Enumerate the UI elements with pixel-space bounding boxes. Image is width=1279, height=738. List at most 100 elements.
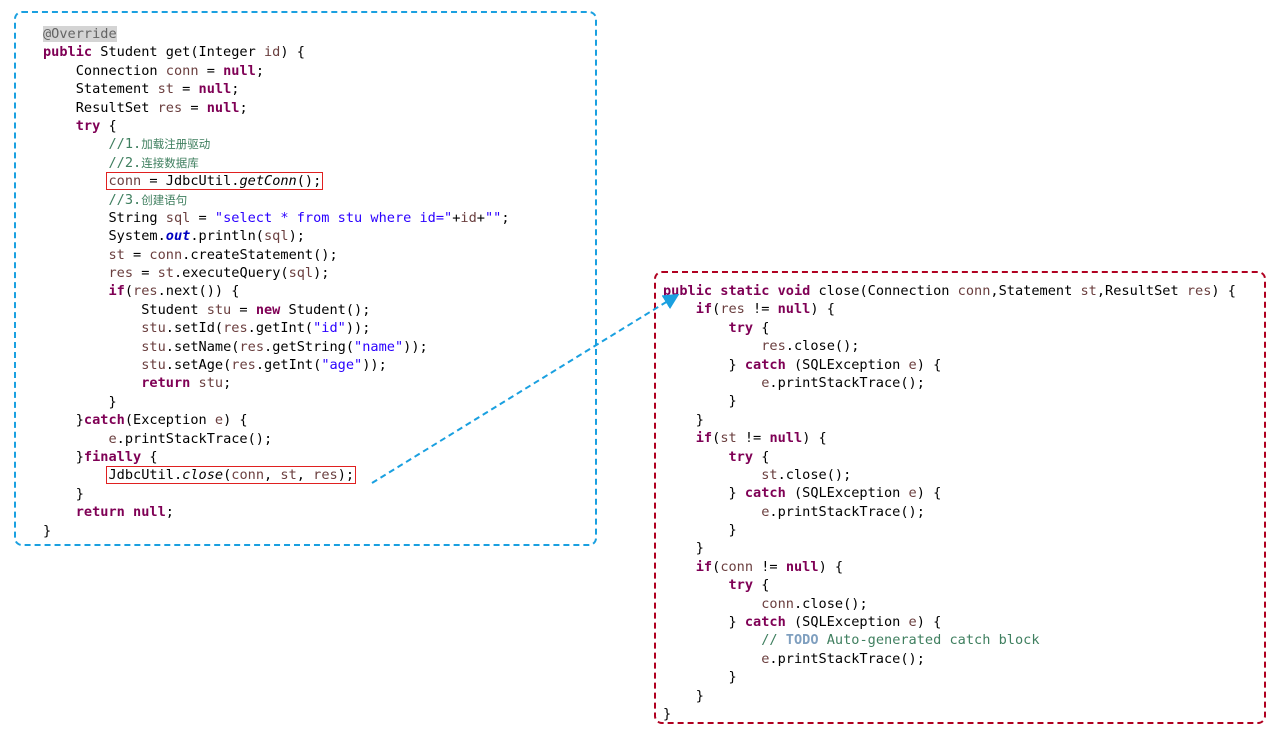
code-line: // TODO Auto-generated catch block xyxy=(663,631,1236,649)
code-token: "name" xyxy=(354,338,404,355)
code-token xyxy=(663,430,696,446)
code-token: .executeQuery( xyxy=(173,265,289,282)
code-line: ResultSet res = null; xyxy=(43,99,510,117)
code-token: "" xyxy=(484,209,502,226)
code-token: ,Statement xyxy=(990,283,1081,299)
code-token: (); xyxy=(296,173,322,190)
code-line: }finally { xyxy=(43,448,510,466)
code-token: )); xyxy=(345,320,371,337)
code-token: != xyxy=(736,430,770,447)
code-token: .close(); xyxy=(785,338,860,355)
code-token: e xyxy=(908,485,917,502)
code-token: return xyxy=(141,375,191,392)
code-token: res xyxy=(223,320,248,337)
code-token xyxy=(43,431,108,447)
code-line: String sql = "select * from stu where id… xyxy=(43,209,509,227)
code-line: res = st.executeQuery(sql); xyxy=(43,264,510,282)
code-token: } xyxy=(663,687,704,704)
code-token: = xyxy=(190,209,215,226)
code-token: res xyxy=(239,338,265,355)
code-token: catch xyxy=(744,356,786,373)
code-token: ; xyxy=(239,99,248,116)
code-line: } xyxy=(663,668,1236,686)
code-token xyxy=(769,283,777,299)
code-token: ResultSet xyxy=(43,99,158,116)
code-token xyxy=(663,559,696,575)
code-token xyxy=(43,265,108,281)
code-token: .getString( xyxy=(264,338,355,355)
code-token: .setAge( xyxy=(165,357,232,374)
code-line: } xyxy=(663,521,1236,539)
code-token: conn xyxy=(165,62,199,79)
code-token: } xyxy=(663,705,672,722)
code-line: if(conn != null) { xyxy=(663,558,1236,576)
code-token: res xyxy=(1186,283,1212,299)
code-token: return xyxy=(75,504,125,521)
code-token xyxy=(190,375,198,391)
code-token: st xyxy=(157,81,174,98)
code-token: finally xyxy=(83,448,142,465)
code-token: close(Connection xyxy=(810,283,958,299)
code-token: .printStackTrace(); xyxy=(769,650,925,667)
code-token: conn xyxy=(108,173,142,190)
code-token: .setName( xyxy=(165,338,240,355)
code-token: (SQLException xyxy=(785,356,909,373)
code-token: (SQLException xyxy=(785,485,909,502)
code-token xyxy=(43,155,108,171)
close-call-highlight: JdbcUtil.close(conn, st, res); xyxy=(106,466,357,485)
code-token: ) { xyxy=(280,44,305,61)
close-method-code: public static void close(Connection conn… xyxy=(663,282,1236,723)
code-token: st xyxy=(157,265,174,282)
code-token: , xyxy=(296,467,314,484)
code-token: sql xyxy=(288,265,314,282)
code-token: .printStackTrace(); xyxy=(116,430,273,447)
code-token: null xyxy=(133,504,166,521)
code-token xyxy=(663,449,728,465)
code-token: stu xyxy=(141,320,166,337)
code-token: sql xyxy=(264,228,289,245)
code-token: res xyxy=(133,283,158,300)
code-token: res xyxy=(761,338,786,355)
code-token: ) { xyxy=(802,430,827,447)
code-token: st xyxy=(280,467,297,484)
code-token: close xyxy=(182,467,224,484)
code-token: ,ResultSet xyxy=(1096,283,1187,299)
code-token: if xyxy=(695,301,713,318)
code-line: e.printStackTrace(); xyxy=(663,374,1236,392)
code-token: ) { xyxy=(810,301,835,318)
code-token xyxy=(663,467,761,483)
code-line: @Override xyxy=(43,25,510,43)
code-token: ); xyxy=(288,228,305,245)
code-token: catch xyxy=(744,485,786,502)
code-line: } xyxy=(663,539,1236,557)
code-token: sql xyxy=(165,209,191,226)
code-token: 连接数据库 xyxy=(141,155,199,170)
code-token: ( xyxy=(712,301,721,318)
code-token: { xyxy=(141,448,158,465)
close-method-code-panel: public static void close(Connection conn… xyxy=(654,271,1266,724)
code-line: if(res != null) { xyxy=(663,300,1236,318)
code-line: } xyxy=(663,392,1236,410)
code-token: = xyxy=(198,62,224,79)
code-line: } catch (SQLException e) { xyxy=(663,484,1236,502)
code-token: e xyxy=(908,614,917,631)
code-line: Connection conn = null; xyxy=(43,62,510,80)
code-token: stu xyxy=(141,338,166,355)
code-token: } xyxy=(663,522,737,539)
code-token: //1. xyxy=(108,136,142,153)
code-token: if xyxy=(108,283,125,300)
code-token xyxy=(43,118,76,134)
code-token xyxy=(43,247,108,263)
code-line: } xyxy=(43,393,510,411)
code-token xyxy=(663,504,761,520)
code-line: } xyxy=(663,411,1236,429)
code-token xyxy=(43,467,108,483)
code-token xyxy=(43,504,76,520)
code-token: ) { xyxy=(818,558,844,575)
code-token: = xyxy=(173,81,199,98)
code-token: ; xyxy=(165,504,174,521)
code-token: .printStackTrace(); xyxy=(769,503,925,520)
code-token: ; xyxy=(231,81,240,98)
